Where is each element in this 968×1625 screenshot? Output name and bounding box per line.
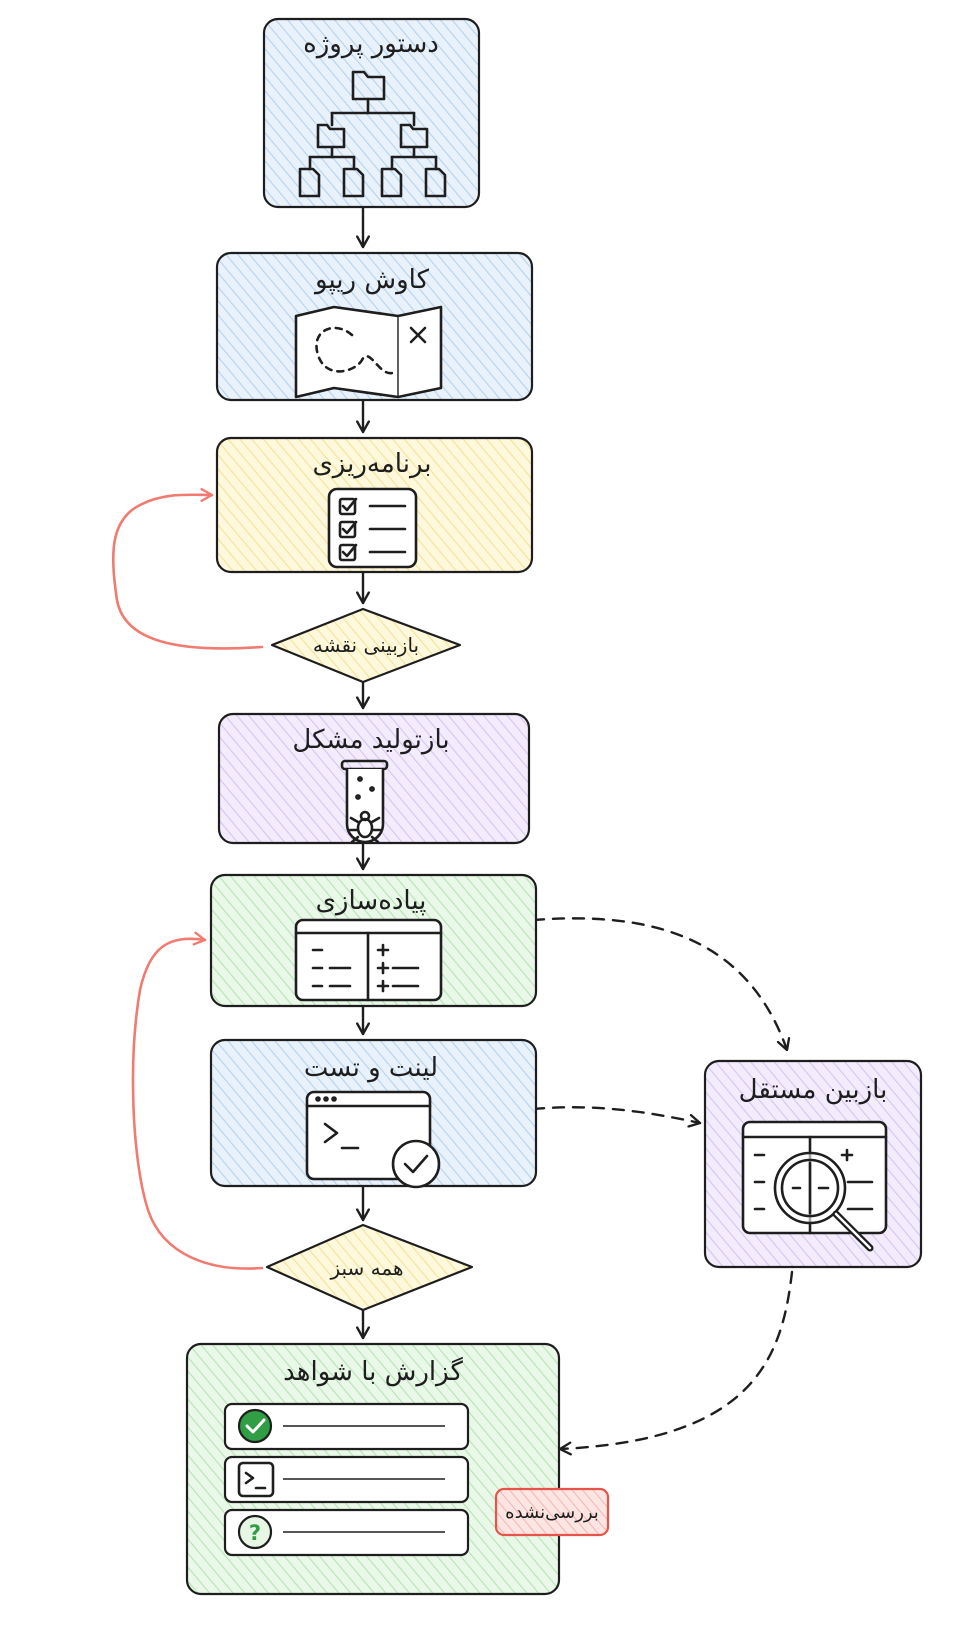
test-tube-bug-icon xyxy=(340,759,389,844)
node-implementation: پیاده‌سازی xyxy=(209,873,538,1008)
node-title: لینت و تست xyxy=(304,1053,438,1083)
node-title: برنامه‌ریزی xyxy=(312,449,431,479)
node-project-command: دستور پروژه xyxy=(262,17,481,209)
edge-reviewer-to-report xyxy=(558,1270,794,1456)
node-title: دستور پروژه xyxy=(303,29,439,59)
edge-lint-to-reviewer xyxy=(531,1106,702,1128)
folder-tree-icon xyxy=(298,70,447,198)
report-row-terminal xyxy=(223,1455,470,1504)
code-diff-icon xyxy=(294,918,443,1002)
node-reproduce-problem: بازتولید مشکل xyxy=(217,712,531,845)
green-check-icon xyxy=(237,1408,273,1444)
node-title: بازتولید مشکل xyxy=(292,725,449,755)
node-repo-exploration: کاوش ریپو xyxy=(215,251,534,402)
node-report-with-evidence: گزارش با شواهد ? xyxy=(185,1342,561,1596)
node-planning: برنامه‌ریزی xyxy=(215,436,534,574)
edge-implement-to-reviewer xyxy=(531,917,791,1052)
terminal-icon xyxy=(237,1461,275,1498)
magnifier-diff-icon xyxy=(741,1120,888,1252)
checklist-icon xyxy=(327,487,418,569)
report-row-check xyxy=(223,1402,470,1451)
node-title: کاوش ریپو xyxy=(313,265,430,295)
report-row-question: ? xyxy=(223,1508,470,1557)
edges xyxy=(111,205,794,1514)
node-title: پیاده‌سازی xyxy=(316,886,427,916)
unverified-tag: بررسی‌نشده xyxy=(494,1487,610,1537)
decision-label: بازبینی نقشه xyxy=(313,633,419,657)
question-icon: ? xyxy=(237,1514,273,1550)
terminal-check-icon xyxy=(305,1090,441,1189)
decision-all-green: همه سبز xyxy=(265,1223,474,1312)
decision-label: همه سبز xyxy=(329,1256,403,1280)
node-title: بازبین مستقل xyxy=(739,1075,888,1105)
node-independent-reviewer: بازبین مستقل xyxy=(703,1059,923,1269)
node-lint-and-test: لینت و تست xyxy=(209,1038,538,1189)
loop-allgreen-to-implementation xyxy=(131,931,264,1270)
unverified-label: بررسی‌نشده xyxy=(505,1502,599,1523)
node-title: گزارش با شواهد xyxy=(283,1356,463,1387)
svg-text:?: ? xyxy=(249,1521,261,1545)
treasure-map-icon xyxy=(294,305,443,399)
loop-review-to-planning xyxy=(111,487,264,650)
decision-plan-review: بازبینی نقشه xyxy=(270,607,462,684)
